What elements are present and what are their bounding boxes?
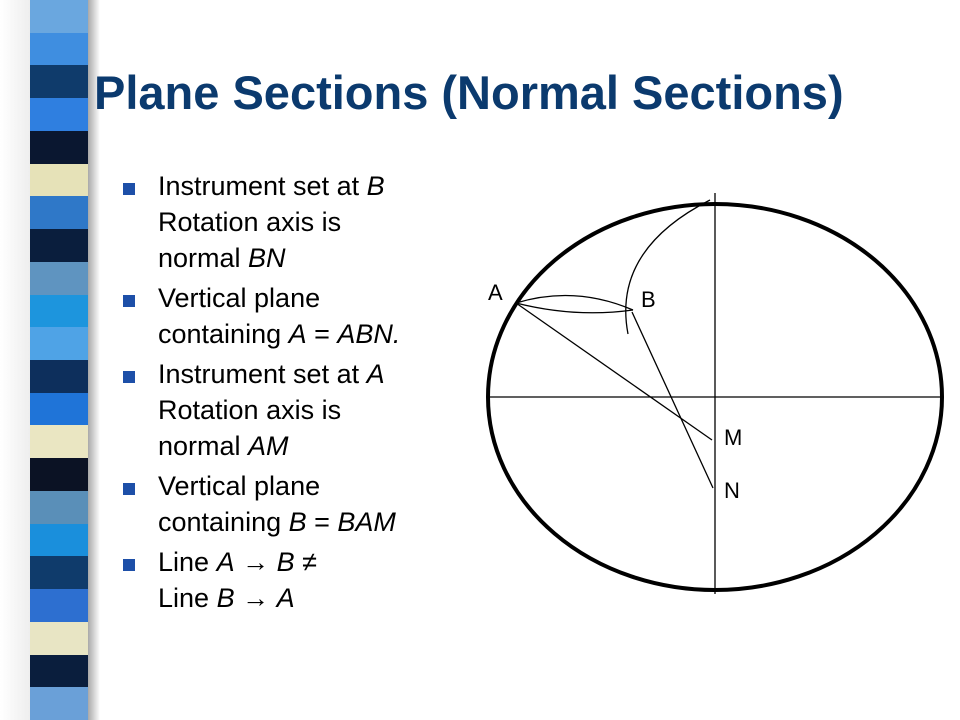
bullet-line: Vertical plane — [158, 280, 470, 316]
section-curve-upper — [515, 294, 634, 311]
stripe-segment — [30, 523, 88, 557]
bullet-text: B — [366, 171, 385, 201]
stripe-segment — [30, 130, 88, 165]
bullet-text: → — [234, 547, 277, 577]
bullet-item: Line A → B ≠Line B → A — [120, 544, 470, 616]
stripe-segment — [30, 458, 88, 492]
stripe-segment — [30, 360, 88, 394]
stripe-segment — [30, 589, 88, 623]
stripe-segment — [30, 65, 88, 99]
bullet-text: Instrument set at — [158, 171, 367, 201]
stripe-shadow — [88, 0, 100, 720]
stripe-segment — [30, 621, 88, 656]
bullet-text: ABN. — [337, 319, 401, 349]
bullet-text: BAM — [337, 507, 396, 537]
bullet-text: normal — [158, 243, 249, 273]
bullet-line: Rotation axis is — [158, 204, 470, 240]
stripe-segment — [30, 261, 88, 296]
stripe-segment — [30, 556, 88, 590]
bullet-square-icon — [123, 371, 135, 383]
bullet-text: Line — [158, 583, 217, 613]
decorative-stripe-border — [30, 0, 88, 720]
label-B: B — [641, 287, 656, 312]
bullet-text: normal — [158, 431, 249, 461]
bullet-text: A — [276, 583, 295, 613]
stripe-segment — [30, 425, 88, 459]
label-M: M — [724, 425, 742, 450]
bullet-text: → — [234, 583, 277, 613]
bullet-text: AM — [248, 431, 289, 461]
bullet-text: containing — [158, 507, 289, 537]
bullet-line: Instrument set at A — [158, 356, 470, 392]
bullet-square-icon — [123, 295, 135, 307]
bullet-line: normal BN — [158, 240, 470, 276]
stripe-segment — [30, 392, 88, 426]
meridian-through-B — [625, 199, 711, 335]
bullet-text: B — [276, 547, 295, 577]
bullet-text: Rotation axis is — [158, 207, 342, 237]
stripe-segment — [30, 98, 88, 132]
bullet-text: A — [288, 319, 307, 349]
stripe-segment — [30, 490, 88, 525]
bullet-text: Instrument set at — [158, 359, 367, 389]
stripe-segment — [30, 163, 88, 197]
bullet-line: normal AM — [158, 428, 470, 464]
bullet-text: B — [288, 507, 307, 537]
label-N: N — [724, 478, 740, 503]
stripe-segment — [30, 687, 88, 720]
bullet-line: containing B = BAM — [158, 504, 470, 540]
slide-title: Plane Sections (Normal Sections) — [94, 66, 844, 119]
stripe-segment — [30, 654, 88, 688]
stripe-segment — [30, 32, 88, 66]
bullet-text: Vertical plane — [158, 471, 321, 501]
bullet-text: containing — [158, 319, 289, 349]
bullet-line: containing A = ABN. — [158, 316, 470, 352]
section-curve-lower — [515, 302, 634, 314]
label-A: A — [488, 280, 503, 305]
bullet-line: Vertical plane — [158, 468, 470, 504]
bullet-text: A — [366, 359, 385, 389]
bullet-line: Line B → A — [158, 580, 470, 616]
bullet-text: = — [306, 507, 338, 537]
bullet-line: Line A → B ≠ — [158, 544, 470, 580]
normal-BN — [631, 311, 714, 489]
bullet-square-icon — [123, 483, 135, 495]
bullet-text: ≠ — [294, 547, 317, 577]
bullet-square-icon — [123, 559, 135, 571]
bullet-text: = — [306, 319, 338, 349]
bullet-text: B — [216, 583, 235, 613]
bullet-text: A — [216, 547, 235, 577]
bullet-text: BN — [248, 243, 286, 273]
stripe-edge — [0, 0, 30, 720]
bullet-line: Rotation axis is — [158, 392, 470, 428]
bullet-text: Line — [158, 547, 217, 577]
stripe-segment — [30, 327, 88, 361]
stripe-segment — [30, 196, 88, 230]
bullet-text: Rotation axis is — [158, 395, 342, 425]
bullet-square-icon — [123, 183, 135, 195]
stripe-segment — [30, 0, 88, 34]
bullet-text: Vertical plane — [158, 283, 321, 313]
ellipse-diagram: A B M N — [486, 193, 944, 594]
normal-AM — [515, 302, 713, 441]
stripe-segment — [30, 229, 88, 263]
stripe-segment — [30, 294, 88, 328]
bullet-line: Instrument set at B — [158, 168, 470, 204]
